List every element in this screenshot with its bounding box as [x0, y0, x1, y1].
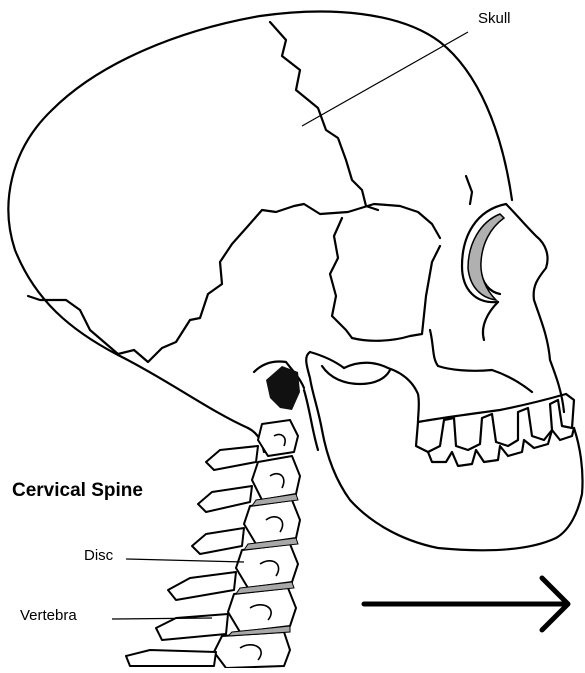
vertebra-c1: [258, 420, 298, 456]
spinous-c7: [126, 650, 216, 666]
spinous-c5: [168, 572, 236, 600]
coronal-suture-branch: [466, 176, 472, 204]
skull-label: Skull: [478, 10, 511, 27]
sphenoid-suture: [330, 218, 352, 338]
vertebra-label: Vertebra: [20, 607, 77, 624]
spinous-c2: [206, 446, 258, 470]
lower-teeth: [428, 428, 574, 466]
zygomatic-arch: [430, 330, 532, 392]
coronal-suture: [270, 22, 378, 210]
mandible-notch: [344, 363, 419, 422]
nasal-aperture: [483, 302, 498, 340]
spinous-c4: [192, 528, 244, 554]
sphenoid-lower: [352, 246, 440, 341]
zygoma-lower: [322, 366, 390, 384]
spinous-c3: [198, 486, 252, 512]
vertebra-c4: [236, 544, 298, 588]
vertebra-c5: [228, 588, 296, 632]
cervical-spine-label: Cervical Spine: [12, 480, 143, 502]
direction-arrow: [364, 578, 568, 630]
disc-label: Disc: [84, 547, 113, 564]
mandible-ramus: [310, 352, 344, 368]
condyle-shadow: [266, 366, 300, 410]
disc-leader-line: [126, 559, 244, 562]
upper-teeth: [416, 394, 574, 452]
styloid: [304, 390, 318, 450]
vertebra-c6: [214, 632, 290, 668]
skull-leader-line: [302, 32, 468, 126]
vertebra-c3: [244, 500, 300, 544]
vertebra-c2: [252, 456, 300, 500]
